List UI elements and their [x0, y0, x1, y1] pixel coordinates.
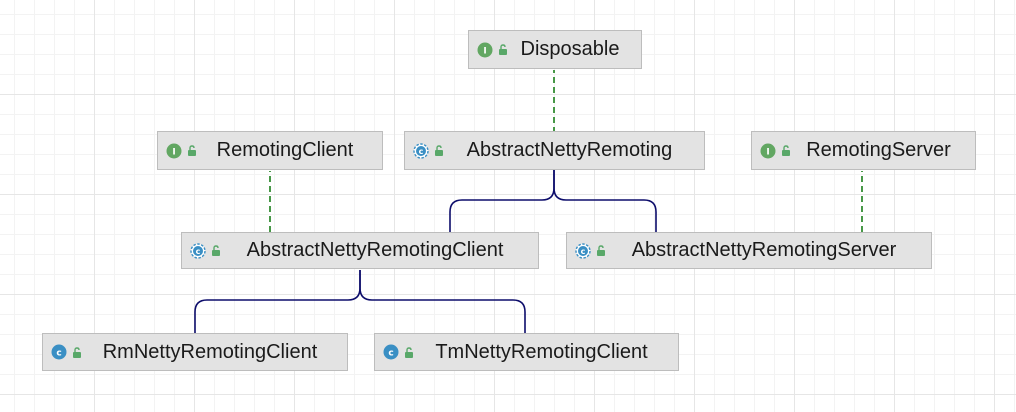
- public-lock-icon: [499, 44, 507, 55]
- node-label: RemotingServer: [806, 139, 951, 161]
- edge-tm-netty-remoting-client-extends-abstract-netty-remoting-client: [359, 270, 526, 333]
- node-label: RmNettyRemotingClient: [102, 340, 318, 363]
- node-label: AbstractNettyRemoting: [466, 139, 673, 161]
- public-lock-icon: [405, 346, 413, 358]
- public-lock-icon: [188, 145, 196, 156]
- interface-icon: I: [477, 42, 493, 57]
- node-tm-netty-remoting-client[interactable]: c TmNettyRemotingClient: [374, 333, 679, 371]
- public-lock-icon: [73, 346, 81, 358]
- svg-text:I: I: [483, 46, 486, 56]
- svg-text:c: c: [196, 247, 201, 256]
- abstract-class-icon: c: [575, 242, 591, 259]
- public-lock-icon: [212, 245, 220, 256]
- node-label: AbstractNettyRemotingServer: [631, 239, 897, 261]
- svg-text:I: I: [172, 147, 175, 157]
- node-label: AbstractNettyRemotingClient: [246, 239, 504, 261]
- node-disposable[interactable]: I Disposable: [468, 30, 642, 69]
- svg-text:c: c: [581, 247, 586, 256]
- node-remoting-server[interactable]: I RemotingServer: [751, 131, 976, 170]
- abstract-class-icon: c: [413, 142, 429, 159]
- svg-text:c: c: [388, 349, 393, 359]
- node-abstract-netty-remoting-server[interactable]: c AbstractNettyRemotingServer: [566, 232, 932, 269]
- interface-icon: I: [760, 143, 776, 158]
- public-lock-icon: [782, 145, 790, 156]
- abstract-class-icon: c: [190, 242, 206, 259]
- svg-text:c: c: [56, 349, 61, 359]
- svg-text:I: I: [766, 147, 769, 157]
- node-abstract-netty-remoting-client[interactable]: c AbstractNettyRemotingClient: [181, 232, 539, 269]
- node-abstract-netty-remoting[interactable]: c AbstractNettyRemoting: [404, 131, 705, 170]
- edge-abstract-netty-remoting-server-extends-abstract-netty-remoting: [553, 170, 657, 232]
- class-icon: c: [51, 344, 67, 360]
- interface-icon: I: [166, 143, 182, 158]
- public-lock-icon: [597, 245, 605, 256]
- node-rm-netty-remoting-client[interactable]: c RmNettyRemotingClient: [42, 333, 348, 371]
- node-label: TmNettyRemotingClient: [435, 340, 648, 363]
- public-lock-icon: [435, 145, 443, 156]
- edge-rm-netty-remoting-client-extends-abstract-netty-remoting-client: [194, 270, 361, 333]
- node-label: RemotingClient: [216, 139, 354, 161]
- node-label: Disposable: [520, 38, 620, 60]
- svg-text:c: c: [419, 147, 424, 156]
- class-icon: c: [383, 344, 399, 360]
- edge-abstract-netty-remoting-client-extends-abstract-netty-remoting: [449, 170, 555, 232]
- node-remoting-client[interactable]: I RemotingClient: [157, 131, 383, 170]
